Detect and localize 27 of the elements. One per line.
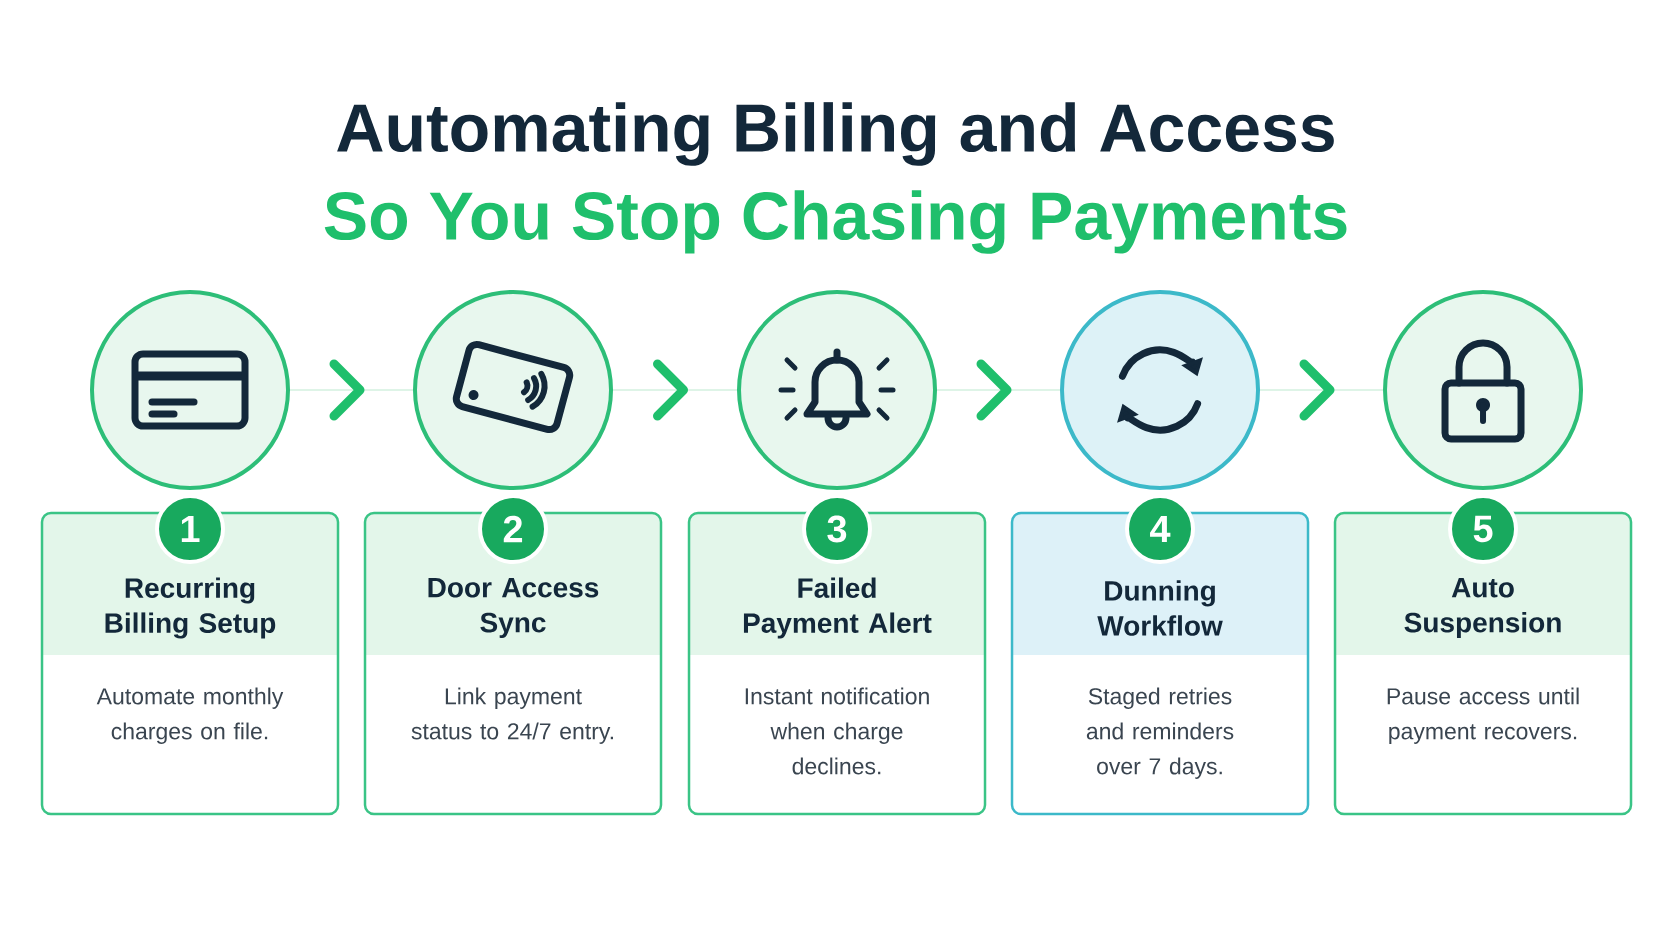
number-badge: 2 — [478, 494, 548, 564]
card-heading: Auto Suspension — [1404, 578, 1561, 639]
card-heading: Recurring Billing Setup — [105, 577, 276, 639]
icon-circle — [90, 290, 290, 490]
step-card — [1010, 511, 1310, 816]
number-badge: 4 — [1125, 494, 1195, 564]
card-description: Pause access until payment recovers. — [1387, 687, 1579, 744]
card-description: Link payment status to 24/7 entry. — [411, 687, 613, 744]
step-card — [363, 511, 663, 816]
number-badge: 3 — [802, 494, 872, 564]
card-description: Instant notification when charge declines. — [745, 687, 929, 775]
card-description: Automate monthly charges on file. — [96, 687, 284, 744]
icon-circle — [413, 290, 613, 490]
card-heading: Dunning Workflow — [1097, 580, 1223, 636]
icon-circle — [737, 290, 937, 490]
card-description: Staged retries and reminders over 7 days. — [1086, 687, 1234, 779]
title: Automating Billing and Access — [337, 102, 1334, 166]
icon-circle — [1060, 290, 1260, 490]
step-card — [1333, 511, 1633, 816]
icon-circle — [1383, 290, 1583, 490]
number-badge: 1 — [155, 494, 225, 564]
card-heading: Failed Payment Alert — [743, 577, 932, 639]
number-badge: 5 — [1448, 494, 1518, 564]
card-heading: Door Access Sync — [428, 578, 599, 639]
step-card — [40, 511, 340, 816]
step-card — [687, 511, 987, 816]
subtitle: So You Stop Chasing Payments — [324, 190, 1347, 254]
